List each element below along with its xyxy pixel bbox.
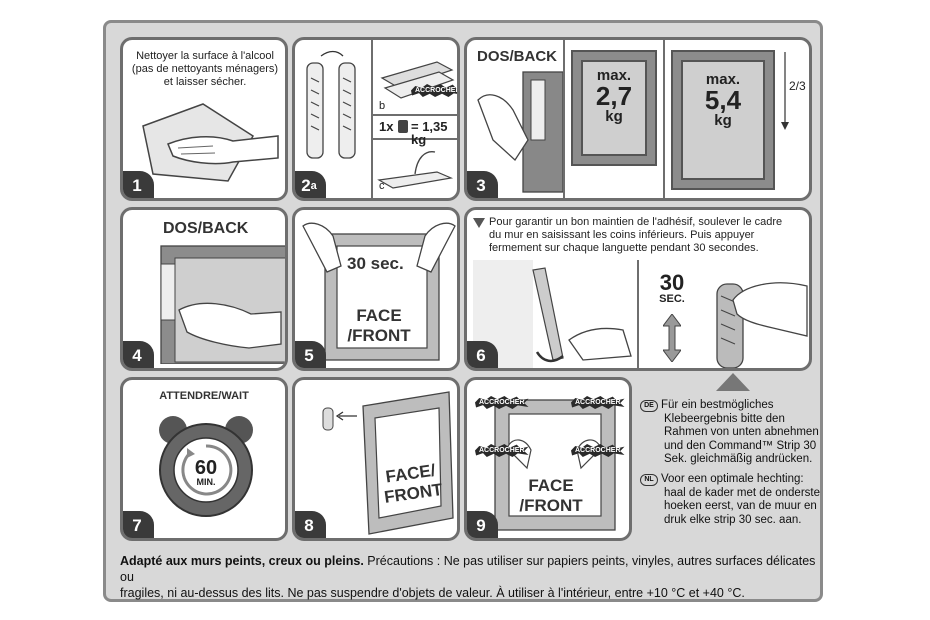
divider xyxy=(663,40,665,198)
step-6-number: 6 xyxy=(467,341,498,368)
lift-frame-illustration xyxy=(473,260,632,368)
divider xyxy=(371,40,373,198)
divider xyxy=(371,138,457,140)
two-thirds-arrow xyxy=(781,52,789,130)
back-strips-illustration xyxy=(477,71,563,193)
fraction-label: 2/3 xyxy=(789,79,806,93)
language-badge-nl: NL xyxy=(640,474,658,486)
accrocher-tag-bottom-left: ACCROCHER xyxy=(475,444,529,457)
step-6-text: Pour garantir un bon maintien de l'adhés… xyxy=(489,216,783,254)
step-5-number: 5 xyxy=(295,341,326,368)
step-7-number: 7 xyxy=(123,511,154,538)
ratio-left: 1x xyxy=(379,119,394,134)
divider xyxy=(371,114,457,116)
accrocher-tag-bottom-right: ACCROCHER xyxy=(571,444,625,457)
strips-pressed-illustration xyxy=(380,61,455,99)
hang-frame-illustration xyxy=(322,391,454,535)
press-frame-illustration xyxy=(302,222,456,361)
step-9-panel: ACCROCHER ACCROCHER ACCROCHER ACCROCHER … xyxy=(464,377,632,541)
accrocher-tag-top-right: ACCROCHER xyxy=(571,396,625,409)
step-5-timer: 30 sec. xyxy=(347,254,404,273)
step-3-title: DOS/BACK xyxy=(477,48,558,65)
step-4-number: 4 xyxy=(123,341,154,368)
step-6-panel: Pour garantir un bon maintien de l'adhés… xyxy=(464,207,812,371)
strip-lifting-illustration xyxy=(377,151,454,189)
step-4-title: DOS/BACK xyxy=(163,220,249,237)
step-1-number: 1 xyxy=(123,171,154,198)
step-8-number: 8 xyxy=(295,511,326,538)
cleaning-hand-illustration xyxy=(142,103,279,182)
pointer-triangle-icon xyxy=(716,373,750,391)
divider xyxy=(563,40,565,198)
large-weight: max. 5,4 kg xyxy=(704,71,742,129)
step-9-number: 9 xyxy=(467,511,498,538)
step-6-timer: 30 SEC. xyxy=(659,270,685,305)
label-c: c xyxy=(379,180,385,192)
clock-icon xyxy=(159,416,253,517)
step-7-title: ATTENDRE/WAIT xyxy=(159,390,249,402)
step-3-panel: DOS/BACK max. 2,7 kg max. 5,4 kg 2/3 3 xyxy=(464,37,812,201)
large-frame-inner xyxy=(681,60,765,180)
small-frame-inner xyxy=(581,60,647,156)
step-1-text: Nettoyer la surface à l'alcool (pas de n… xyxy=(131,50,279,88)
precautions-footer: Adapté aux murs peints, creux ou pleins.… xyxy=(120,554,816,600)
ratio-right: = 1,35 kg xyxy=(411,119,448,147)
label-b: b xyxy=(379,100,386,112)
strips-separation-illustration xyxy=(306,50,356,159)
step-9-face-label: FACE /FRONT xyxy=(519,476,583,515)
accrocher-tag-top-left: ACCROCHER xyxy=(475,396,529,409)
step-1-panel: Nettoyer la surface à l'alcool (pas de n… xyxy=(120,37,288,201)
up-down-arrow-icon xyxy=(663,314,681,362)
warning-triangle-icon xyxy=(473,218,485,228)
language-badge-de: DE xyxy=(640,400,658,412)
step-8-panel: FACE/ FRONT 8 xyxy=(292,377,460,541)
divider xyxy=(637,260,639,368)
step-5-face-label: FACE /FRONT xyxy=(347,306,411,345)
small-weight: max. 2,7 kg xyxy=(595,67,633,125)
clock-readout: 60 MIN. xyxy=(194,457,218,487)
step-4-panel: DOS/BACK 4 xyxy=(120,207,288,371)
back-frame-illustration xyxy=(160,245,285,364)
press-strip-illustration xyxy=(716,282,808,368)
strip-pair-icon xyxy=(398,120,408,133)
step-5-panel: 30 sec. FACE /FRONT 5 xyxy=(292,207,460,371)
step-7-panel: ATTENDRE/WAIT 60 MIN. 7 xyxy=(120,377,288,541)
instruction-sheet: Nettoyer la surface à l'alcool (pas de n… xyxy=(103,20,823,602)
step-3-number: 3 xyxy=(467,171,498,198)
